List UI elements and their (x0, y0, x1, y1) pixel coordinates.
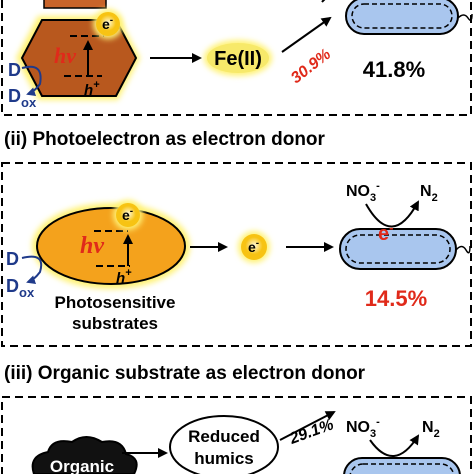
free-electron-icon (241, 234, 267, 260)
panel-3-heading: (iii) Organic substrate as electron dono… (4, 363, 366, 384)
bacterium-electron-label: e- (378, 220, 393, 245)
denitrification-arc (365, 200, 419, 228)
bacterium-3 (343, 457, 461, 474)
arrow-humics-to-bacterium (279, 411, 336, 441)
organic-cloud (31, 436, 138, 474)
percent-30-9: 30.9% (288, 46, 334, 87)
hole-label: h+ (84, 79, 100, 99)
hole-label-2: h+ (116, 267, 132, 287)
nitrate-label-3: NO3- (346, 416, 380, 440)
substrate-label-line2: substrates (72, 314, 158, 333)
donor-oxidation-arrow (21, 65, 42, 97)
arrow-fe-to-bacterium (281, 16, 332, 53)
nitrate-label: NO3- (346, 180, 380, 204)
fe-label: Fe(II) (214, 48, 262, 70)
donor-label-2: D (6, 249, 19, 269)
panel-1-frame (1, 0, 472, 116)
oxidized-donor-label-2: Dox (6, 276, 35, 300)
percent-14-5: 14.5% (365, 286, 427, 311)
substrate-label-line1: Photosensitive (55, 293, 176, 312)
organic-label: Organic (50, 457, 114, 474)
nitrogen-label: N2 (420, 183, 438, 204)
donor-label: D (8, 60, 21, 80)
bacterium-1-arc (321, 0, 326, 3)
oxidized-donor-label: Dox (8, 86, 37, 110)
electron-label: e- (102, 15, 113, 32)
panel-3-frame (1, 396, 472, 474)
donor-oxidation-arrow-2 (21, 255, 43, 285)
panel-3: Organic Reduced humics 29.1% NO3- N2 (1, 396, 472, 474)
fe-ion-ellipse (207, 43, 269, 73)
free-electron-label: e- (248, 238, 259, 255)
bacterium-1 (345, 0, 473, 35)
humics-ellipse (169, 415, 279, 474)
humics-label-line2: humics (194, 449, 254, 468)
denitrification-arc-3 (369, 434, 420, 457)
percent-29-1: 29.1% (287, 416, 336, 448)
electron-icon-2 (116, 203, 140, 227)
humics-label-line1: Reduced (188, 427, 260, 446)
electron-label-2: e- (122, 206, 133, 223)
electron-icon (96, 12, 120, 36)
hv-label: hv (54, 43, 76, 68)
panel-2-frame (1, 162, 472, 347)
photosensitive-ellipse (36, 207, 186, 285)
percent-41-8: 41.8% (363, 57, 425, 82)
hv-label-2: hv (80, 233, 104, 259)
panel-2-heading: (ii) Photoelectron as electron donor (4, 129, 326, 150)
bacterium-2 (339, 228, 471, 270)
top-orange-block (43, 0, 107, 9)
panel-1: hv h+ e- D Dox Fe(II) 30.9% 41.8% (1, 0, 473, 116)
panel-2: hv h+ e- D Dox Photosensitive substrates… (1, 162, 472, 347)
nitrogen-label-3: N2 (422, 419, 440, 440)
